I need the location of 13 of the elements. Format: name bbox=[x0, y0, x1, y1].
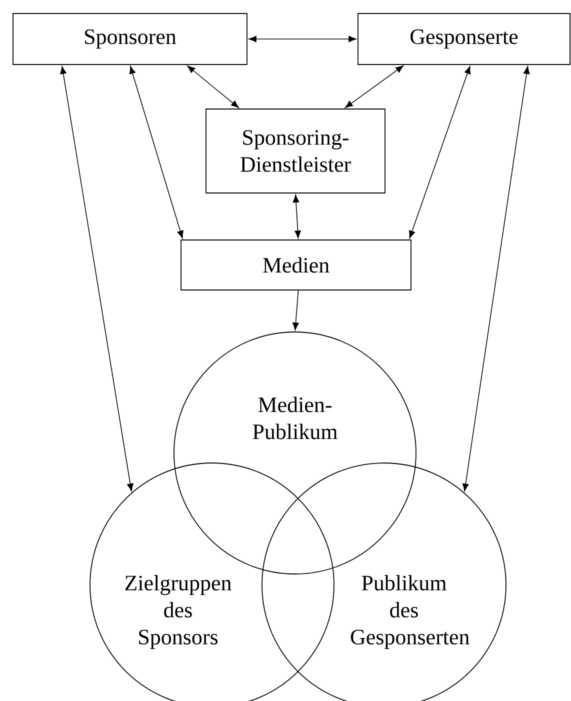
arrow bbox=[60, 66, 134, 492]
arrow bbox=[129, 66, 184, 238]
text-box: Medien bbox=[180, 240, 412, 290]
text-box: Sponsoren bbox=[12, 13, 248, 65]
arrow bbox=[292, 194, 301, 238]
text-box: Gesponserte bbox=[358, 13, 570, 65]
arrow bbox=[462, 66, 530, 492]
arrow bbox=[292, 290, 299, 330]
arrow bbox=[187, 66, 239, 108]
arrow bbox=[248, 36, 356, 42]
arrow bbox=[408, 66, 471, 238]
text-box: Sponsoring-Dienstleister bbox=[206, 108, 386, 194]
arrow bbox=[344, 65, 404, 108]
